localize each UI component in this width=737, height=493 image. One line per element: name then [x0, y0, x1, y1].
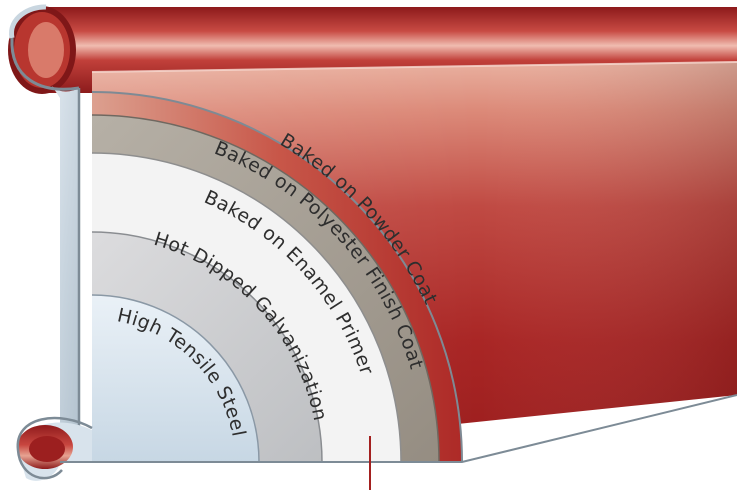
- bottom-curl: [17, 418, 92, 481]
- panel-left-return: [12, 38, 92, 462]
